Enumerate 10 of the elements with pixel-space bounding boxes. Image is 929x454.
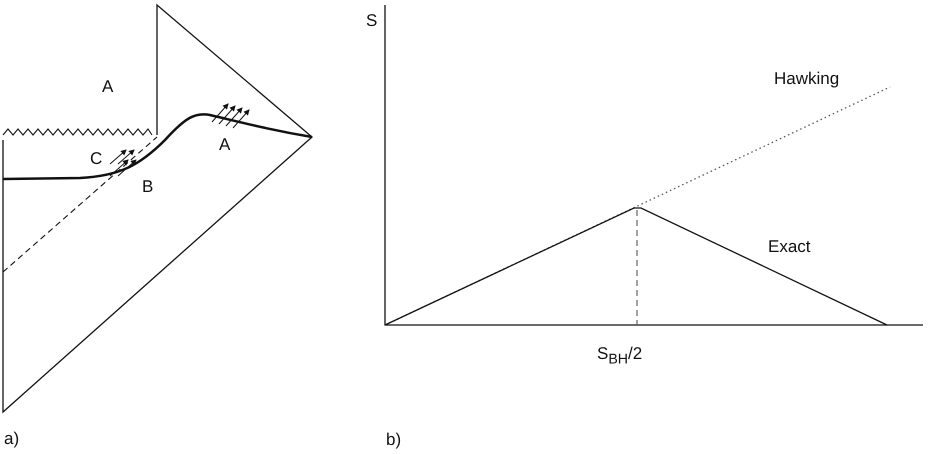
region-label: C [90,150,102,167]
panel-label: b) [386,431,402,448]
curve-label: Exact [768,238,811,255]
region-label: B [142,178,154,195]
axis-label: S [366,12,378,29]
tick-label: S$_{BH}$/2 [597,345,642,367]
region-label: A [102,78,114,95]
region-label: A [219,136,230,153]
curve-label: Hawking [774,70,840,87]
panel-label: a) [4,430,20,447]
